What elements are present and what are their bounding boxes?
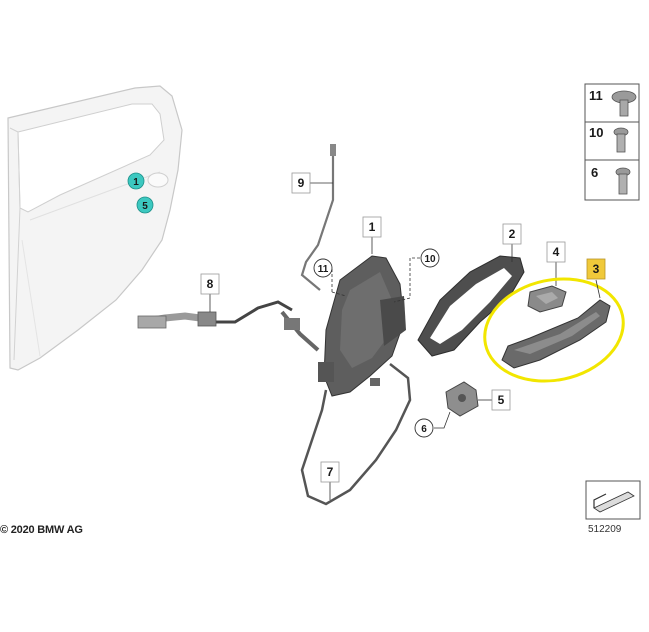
callout-10: 10 [424,254,436,265]
callout-4: 4 [553,245,560,259]
callout-3: 3 [593,262,600,276]
part-2-handle-carrier [417,255,525,357]
callout-5: 5 [498,393,505,407]
callout-1-box[interactable] [362,216,382,238]
part-4-cover-cap [527,285,567,313]
diagram-symbol [585,480,641,520]
callout-9: 9 [298,176,305,190]
door-marker-5-label: 5 [142,201,148,212]
legend-label-10: 10 [589,125,603,140]
part-9-rod [300,144,336,291]
screw-6-icon [615,167,631,195]
screw-11-icon [611,90,637,117]
highlight-ring [483,277,625,383]
callout-3-box[interactable] [586,258,606,280]
copyright-notice: © 2020 BMW AG [0,524,83,536]
callout-7: 7 [327,465,334,479]
callout-1: 1 [369,220,376,234]
screw-10-icon [613,127,629,153]
legend-label-11: 11 [589,88,603,103]
legend-label-6: 6 [591,165,598,180]
rear-door-illustration: 1 5 [7,85,183,371]
part-7-bowden-cable [300,363,412,506]
part-8-cable [137,300,320,352]
door-marker-1-label: 1 [133,177,139,188]
callout-8: 8 [207,277,214,291]
fastener-legend: 11 10 6 [584,83,640,201]
callout-9-box[interactable] [291,172,311,194]
callout-10-circle[interactable] [420,248,440,268]
part-5-striker [445,381,479,417]
callout-8-box[interactable] [200,273,220,295]
door-marker-5[interactable] [136,196,154,214]
callout-5-box[interactable] [491,389,511,411]
callout-6: 6 [421,424,427,435]
diagram-id: 512209 [588,524,622,535]
callout-2: 2 [509,227,516,241]
callout-2-box[interactable] [502,223,522,245]
part-1-door-lock [318,255,406,397]
callout-11-circle[interactable] [313,258,333,278]
callout-4-box[interactable] [546,241,566,263]
door-marker-1[interactable] [127,172,145,190]
part-3-outer-handle [501,299,611,369]
callout-7-box[interactable] [320,461,340,483]
callout-11: 11 [318,264,329,275]
callout-6-circle[interactable] [414,418,434,438]
